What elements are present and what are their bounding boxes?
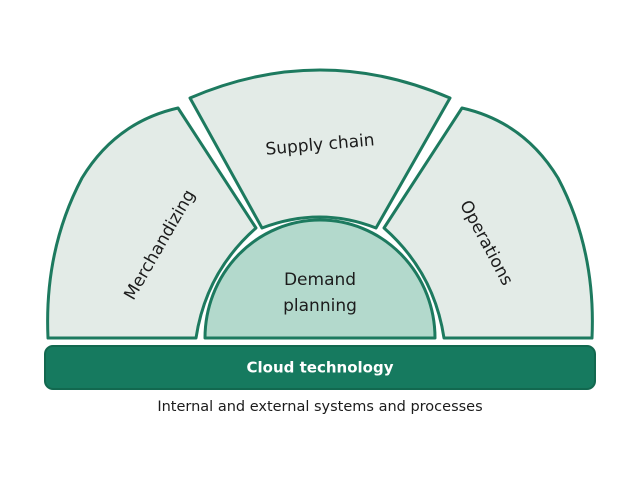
demand-planning-label-line1: Demand (284, 270, 356, 290)
demand-planning-segment (203, 218, 437, 340)
operations-segment (382, 106, 594, 340)
cloud-technology-bar (44, 345, 596, 390)
supply-chain-segment (188, 68, 452, 230)
merchandizing-segment (46, 106, 258, 340)
diagram-caption: Internal and external systems and proces… (157, 399, 482, 415)
demand-planning-label-line2: planning (283, 296, 357, 316)
cloud-technology-label: Cloud technology (247, 359, 394, 377)
